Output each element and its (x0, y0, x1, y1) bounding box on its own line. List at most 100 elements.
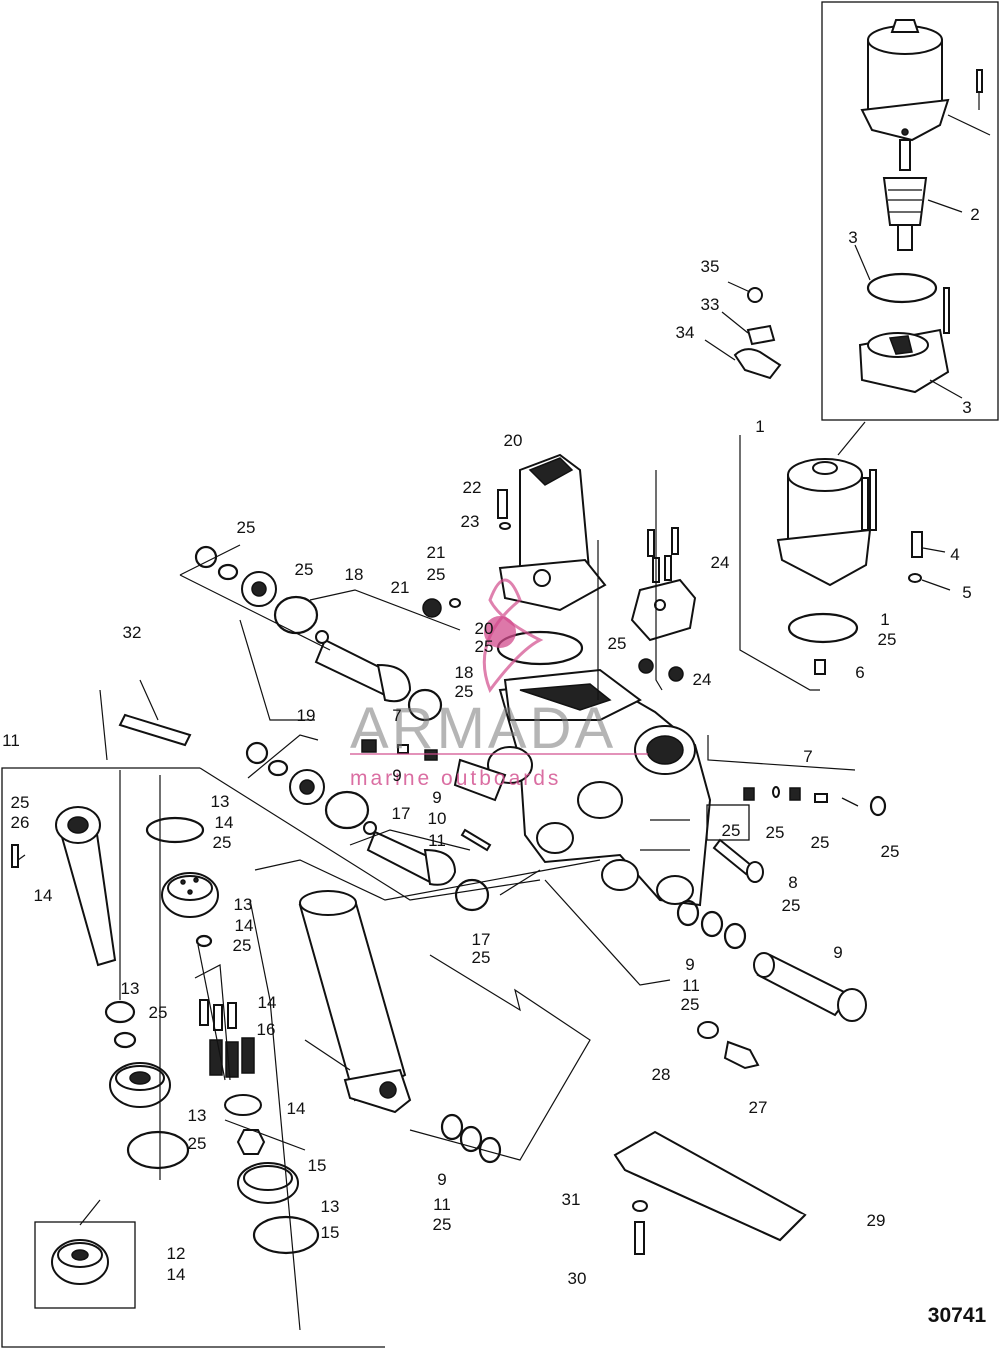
callout-29: 29 (867, 1211, 886, 1230)
callout-25-r1: 25 (766, 823, 785, 842)
callout-25-r2: 25 (811, 833, 830, 852)
callout-27: 27 (749, 1098, 768, 1117)
callout-9e: 9 (437, 1170, 446, 1189)
item-12-inset (34, 1221, 136, 1309)
callout-14f: 14 (167, 1265, 186, 1284)
bolt-27-washer-28 (697, 1021, 760, 1070)
callout-28: 28 (652, 1065, 671, 1084)
callout-17a: 17 (392, 804, 411, 823)
callout-15a: 15 (308, 1156, 327, 1175)
callout-13d: 13 (188, 1106, 207, 1125)
callout-22: 22 (463, 478, 482, 497)
callout-19: 19 (297, 706, 316, 725)
callout-16: 16 (257, 1020, 276, 1039)
check-balls (199, 999, 237, 1031)
callout-3: 3 (848, 228, 857, 247)
callout-11a: 11 (2, 731, 20, 750)
watermark: ARMADA marine outboards (350, 578, 648, 790)
callout-32: 32 (123, 623, 142, 642)
callout-24a: 24 (711, 553, 730, 572)
callout-9d: 9 (833, 943, 842, 962)
callout-25-cyl: 25 (433, 1215, 452, 1234)
trim-cylinder (298, 890, 412, 1114)
motor-housing-inset (860, 19, 950, 142)
pump-motor (776, 421, 877, 675)
callout-25-motor: 25 (878, 630, 897, 649)
end-cap (858, 287, 963, 399)
callout-labels: 1 2 3 3 35 33 34 20 22 23 21 21 25 4 5 2… (2, 205, 980, 1288)
callout-25-reservoir: 25 (475, 637, 494, 656)
cylinder-o-rings (440, 1113, 502, 1164)
left-subassembly-box (1, 767, 385, 1348)
manifold (487, 668, 712, 907)
valve-spool-8 (712, 838, 764, 883)
callout-10: 10 (428, 809, 447, 828)
callout-8: 8 (788, 873, 797, 892)
callout-25-box: 25 (722, 821, 741, 840)
callout-25-piston: 25 (213, 833, 232, 852)
leader-lines (17, 435, 856, 1331)
piston-assembly (145, 816, 320, 1255)
callout-14b: 14 (215, 813, 234, 832)
callout-2: 2 (970, 205, 979, 224)
callout-18b: 18 (455, 663, 474, 682)
callout-14e: 14 (287, 1099, 306, 1118)
callout-9b: 9 (432, 788, 441, 807)
callout-25-piston2: 25 (233, 936, 252, 955)
callout-31: 31 (562, 1190, 581, 1209)
callout-25-ram: 25 (455, 682, 474, 701)
valve-body (630, 527, 697, 682)
callout-25-17: 25 (472, 948, 491, 967)
inset-screw (947, 69, 991, 136)
anode-29 (613, 1130, 807, 1242)
callout-15b: 15 (321, 1223, 340, 1242)
watermark-logo-icon (482, 578, 544, 694)
callout-14d: 14 (258, 993, 277, 1012)
callout-18a: 18 (345, 565, 364, 584)
callout-14a: 14 (34, 886, 53, 905)
pin-32 (118, 679, 192, 747)
callout-24b: 24 (693, 670, 712, 689)
tilt-rod (11, 806, 117, 967)
callout-25-lower: 25 (149, 1003, 168, 1022)
lower-ram (245, 741, 507, 912)
callout-5: 5 (962, 583, 971, 602)
clip-parts (704, 281, 782, 380)
callout-20b: 20 (475, 619, 494, 638)
anode-screw (632, 1200, 648, 1255)
callout-20: 20 (504, 431, 523, 450)
fill-plug (422, 598, 461, 618)
callout-13e: 13 (321, 1197, 340, 1216)
callout-25-ram-top: 25 (237, 518, 256, 537)
callout-25-valve: 25 (608, 634, 627, 653)
callout-25-lower2: 25 (188, 1134, 207, 1153)
callout-13b: 13 (234, 895, 253, 914)
callout-6: 6 (855, 663, 864, 682)
motor-inset-box (821, 1, 999, 421)
callout-11c: 11 (682, 976, 700, 995)
callout-33: 33 (701, 295, 720, 314)
callout-9c: 9 (685, 955, 694, 974)
callout-11d: 11 (433, 1195, 451, 1214)
callout-1b: 1 (880, 610, 889, 629)
figure-number: 30741 (928, 1304, 987, 1327)
callout-13c: 13 (121, 979, 140, 998)
callout-25-rod: 25 (11, 793, 30, 812)
callout-17b: 17 (472, 930, 491, 949)
watermark-brand: ARMADA (350, 696, 616, 761)
callout-23: 23 (461, 512, 480, 531)
upper-ram (194, 545, 443, 722)
callout-7a: 7 (392, 706, 401, 725)
callout-25-ram-ring: 25 (295, 560, 314, 579)
callout-11b: 11 (428, 831, 446, 850)
callout-25-fill: 25 (427, 565, 446, 584)
callout-26: 26 (11, 813, 30, 832)
armature (882, 139, 963, 251)
callout-35: 35 (701, 257, 720, 276)
callout-25-r3: 25 (881, 842, 900, 861)
inset-o-ring (866, 272, 938, 304)
pivot-pin (753, 952, 867, 1022)
watermark-tagline: marine outboards (350, 767, 561, 790)
callout-4: 4 (950, 545, 959, 564)
